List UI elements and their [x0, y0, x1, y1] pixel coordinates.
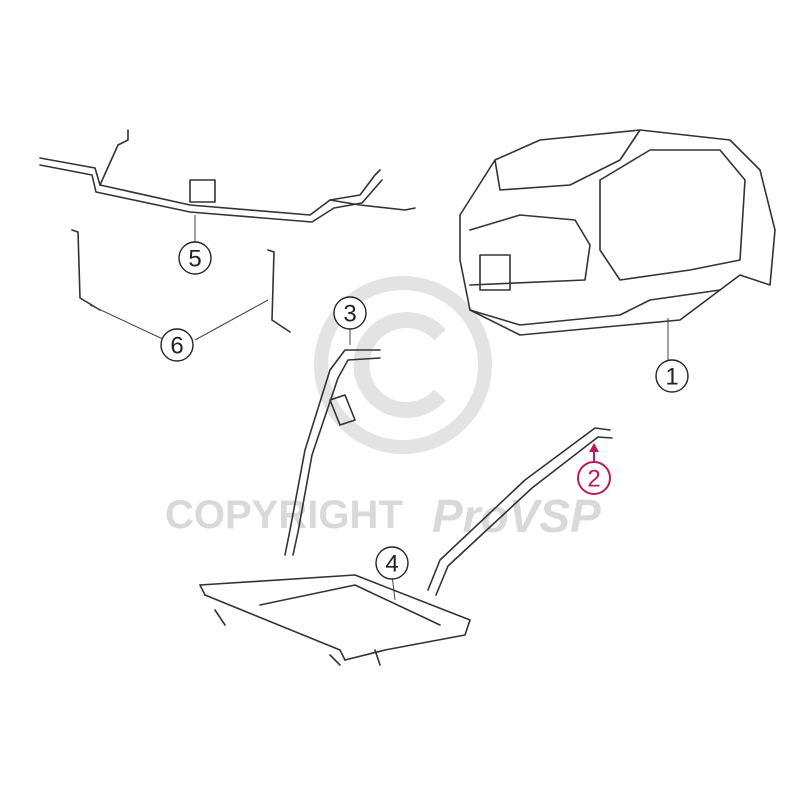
part-4-floor-frame [199, 574, 471, 666]
watermark-brand: ProVSP [432, 490, 601, 542]
callout-3-label: 3 [343, 301, 356, 328]
callout-1-label: 1 [665, 364, 678, 391]
watermark: COPYRIGHT ProVSP [165, 276, 601, 542]
copyright-c-mark [353, 312, 446, 418]
callout-6: 6 [160, 328, 194, 362]
part-5-crossmember [39, 129, 416, 223]
callout-1: 1 [655, 359, 689, 393]
callout-4: 4 [375, 546, 409, 580]
callout-5-label: 5 [188, 246, 201, 273]
callout-2-label: 2 [587, 466, 600, 493]
watermark-text: COPYRIGHT [165, 493, 403, 537]
part-6-brackets [71, 215, 291, 341]
copyright-circle [314, 276, 492, 454]
part-2-side-tube [427, 427, 613, 596]
callout-5: 5 [178, 241, 212, 275]
callout-3: 3 [333, 296, 367, 330]
callout-2: 2 [577, 461, 611, 495]
part-1-body-shell [459, 129, 776, 362]
callout-4-label: 4 [385, 551, 398, 578]
part-3-pillar-tube [284, 328, 381, 556]
callout-6-label: 6 [170, 333, 183, 360]
arrow-head-icon [589, 443, 599, 452]
